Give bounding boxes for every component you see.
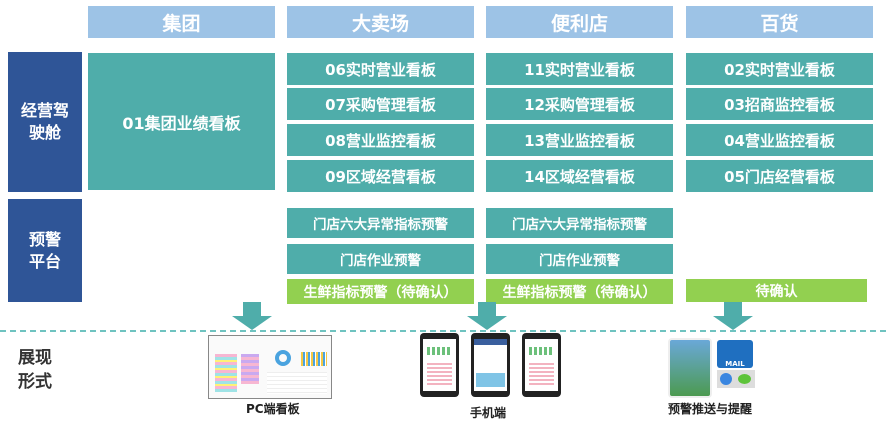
alert-item: 待确认 (686, 279, 867, 302)
phone-image (522, 333, 561, 397)
tablet-icon (668, 338, 712, 398)
board-item: 11实时营业看板 (486, 53, 673, 85)
board-item: 04营业监控看板 (686, 124, 873, 156)
board-item: 03招商监控看板 (686, 88, 873, 120)
mobile-label: 手机端 (470, 406, 507, 420)
alert-item: 门店作业预警 (287, 244, 474, 274)
alert-item: 生鲜指标预警（待确认） (287, 279, 474, 304)
row-label-alert: 预警平台 (8, 199, 82, 302)
column-header-group: 集团 (88, 6, 275, 38)
wechat-icon (738, 374, 751, 384)
board-item: 12采购管理看板 (486, 88, 673, 120)
board-item: 13营业监控看板 (486, 124, 673, 156)
alert-item: 门店六大异常指标预警 (486, 208, 673, 238)
board-item: 08营业监控看板 (287, 124, 474, 156)
pc-dashboard-image (208, 335, 332, 399)
alert-item: 门店作业预警 (486, 244, 673, 274)
mail-label: MAIL (725, 360, 745, 368)
pc-label: PC端看板 (246, 402, 300, 416)
messaging-icons (717, 370, 755, 388)
group-board: 01集团业绩看板 (88, 53, 275, 190)
mail-icon: MAIL (717, 340, 753, 368)
alert-item: 生鲜指标预警（待确认） (486, 279, 673, 304)
board-item: 06实时营业看板 (287, 53, 474, 85)
phone-image (471, 333, 510, 397)
board-item: 07采购管理看板 (287, 88, 474, 120)
divider (0, 330, 886, 332)
alert-item: 门店六大异常指标预警 (287, 208, 474, 238)
board-item: 09区域经营看板 (287, 160, 474, 192)
board-item: 02实时营业看板 (686, 53, 873, 85)
row-label-display: 展现形式 (18, 348, 52, 392)
row-label-cockpit: 经营驾驶舱 (8, 52, 82, 192)
column-header-hypermarket: 大卖场 (287, 6, 474, 38)
board-item: 05门店经营看板 (686, 160, 873, 192)
column-header-convenience: 便利店 (486, 6, 673, 38)
phone-image (420, 333, 459, 397)
push-label: 预警推送与提醒 (668, 402, 753, 416)
board-item: 14区域经营看板 (486, 160, 673, 192)
send-icon (720, 373, 732, 385)
column-header-department: 百货 (686, 6, 873, 38)
